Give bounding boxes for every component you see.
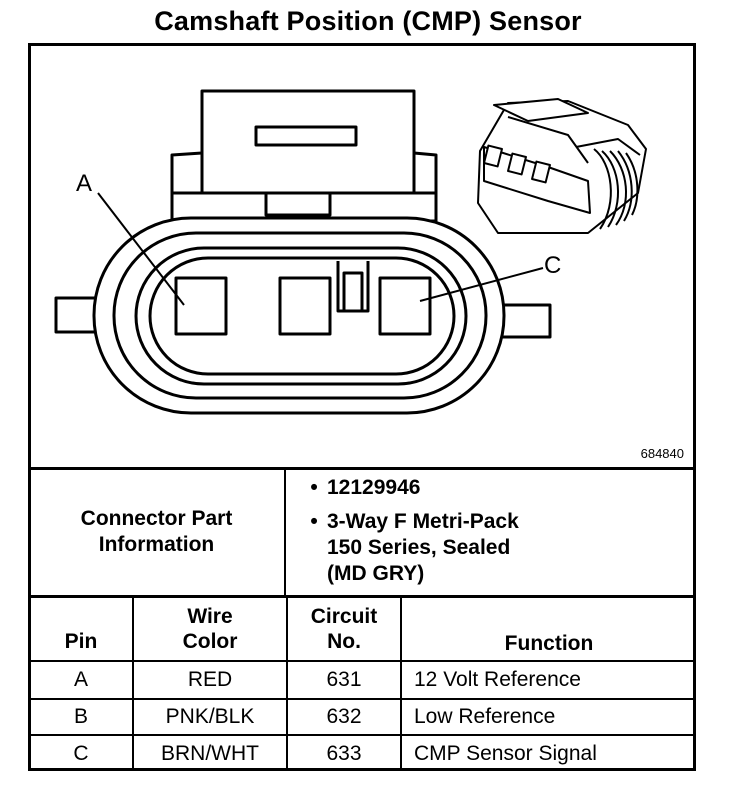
col-divider-2	[286, 597, 288, 771]
row-b-circuit: 632	[326, 705, 362, 728]
header-color-text: Color	[182, 629, 238, 653]
col-divider-3	[400, 597, 402, 771]
row-a-function: 12 Volt Reference	[414, 668, 581, 691]
latch-slot	[254, 125, 358, 147]
description-line3: (MD GRY)	[327, 562, 425, 585]
cavity-b	[278, 276, 332, 336]
leader-c	[419, 267, 544, 302]
row-border-2	[28, 734, 696, 736]
header-wire-text: Wire	[187, 604, 233, 628]
row-border-1	[28, 698, 696, 700]
header-pin-text: Pin	[64, 630, 98, 653]
header-bottom-border	[28, 660, 696, 662]
header-function-text: Function	[504, 632, 594, 655]
description-bullet: • 3-Way F Metri-Pack 150 Series, Sealed …	[287, 509, 687, 587]
bullet-dot: •	[310, 476, 318, 499]
description-line1: 3-Way F Metri-Pack	[327, 510, 519, 533]
page-title: Camshaft Position (CMP) Sensor	[154, 6, 582, 36]
row-a-pin: A	[73, 668, 88, 691]
connector-diagram: A C 684840	[28, 43, 696, 469]
header-function: Function	[402, 597, 696, 660]
row-b-pin: B	[73, 705, 88, 728]
connector-label-line1: Connector Part	[80, 507, 233, 530]
info-divider	[284, 469, 286, 595]
header-top-border	[28, 595, 696, 598]
header-pin: Pin	[30, 597, 132, 660]
col-divider-1	[132, 597, 134, 771]
header-wire-color: Wire Color	[134, 597, 286, 660]
figure-number: 684840	[640, 446, 684, 461]
cavity-c	[378, 276, 432, 336]
header-no-text: No.	[327, 629, 361, 653]
row-a-wire-color: RED	[187, 668, 233, 691]
callout-c: C	[544, 252, 561, 279]
row-b-wire-color: PNK/BLK	[165, 705, 255, 728]
row-c-function: CMP Sensor Signal	[414, 741, 597, 765]
diagram-frame	[28, 43, 696, 771]
row-c-wire-color: BRN/WHT	[161, 741, 259, 765]
connector-label-line2: Information	[98, 533, 215, 556]
connector-part-info: • 12129946 • 3-Way F Metri-Pack 150 Seri…	[287, 475, 687, 587]
row-b-function: Low Reference	[414, 705, 556, 728]
callout-a: A	[76, 170, 92, 197]
connector-iso-view	[477, 98, 647, 234]
part-number: 12129946	[327, 476, 421, 499]
table-top-border	[28, 467, 696, 470]
connector-part-label: Connector Part Information	[28, 469, 285, 595]
leader-a	[97, 192, 185, 306]
row-c-pin: C	[73, 741, 89, 765]
right-ear	[500, 303, 552, 339]
header-circuit-text: Circuit	[310, 604, 378, 628]
connector-face-drawing: A C	[54, 89, 647, 415]
description-line2: 150 Series, Sealed	[327, 536, 511, 559]
bullet-dot: •	[310, 510, 318, 533]
latch-tab	[264, 191, 332, 217]
cavity-a	[174, 276, 228, 336]
row-a-circuit: 631	[326, 668, 362, 691]
row-c-circuit: 633	[326, 741, 362, 765]
part-number-bullet: • 12129946	[287, 475, 687, 501]
header-circuit: Circuit No.	[288, 597, 400, 660]
